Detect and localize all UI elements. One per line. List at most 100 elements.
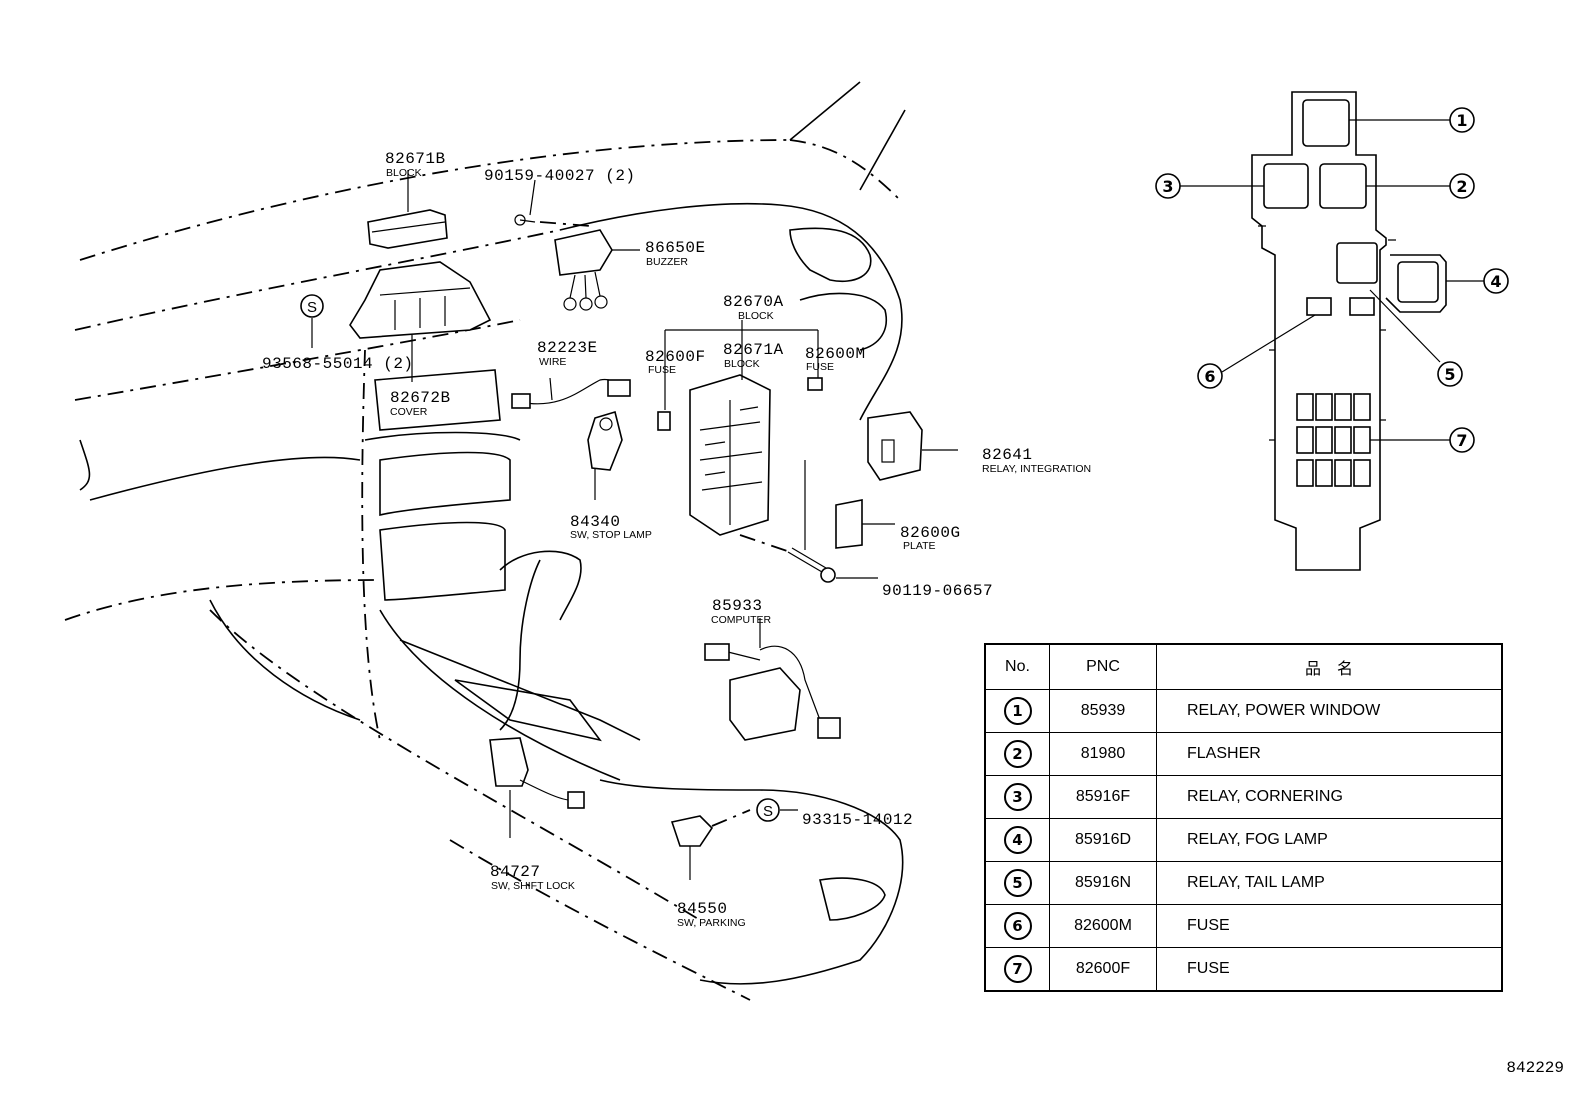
relay-slot-4 bbox=[1397, 261, 1439, 303]
callout-85933: 85933 COMPUTER bbox=[711, 597, 772, 626]
svg-text:7: 7 bbox=[1456, 431, 1467, 450]
junction-block-82671a-drawing bbox=[689, 374, 771, 536]
svg-text:1: 1 bbox=[1456, 111, 1467, 130]
stop-lamp-switch-84340-drawing bbox=[587, 410, 623, 471]
svg-text:86650E: 86650E bbox=[645, 239, 706, 257]
svg-text:82600M: 82600M bbox=[805, 345, 866, 363]
row-pnc: 85916N bbox=[1049, 861, 1157, 905]
row-pnc: 85916D bbox=[1049, 818, 1157, 862]
svg-text:82600F: 82600F bbox=[645, 348, 706, 366]
svg-text:5: 5 bbox=[1444, 365, 1455, 384]
plate-82600g-drawing bbox=[835, 499, 863, 549]
callout-86650e: 86650E BUZZER bbox=[645, 239, 706, 268]
svg-text:RELAY, INTEGRATION: RELAY, INTEGRATION bbox=[982, 463, 1091, 475]
block-82671b-drawing bbox=[367, 209, 448, 249]
svg-text:6: 6 bbox=[1204, 367, 1215, 386]
callout-82600g: 82600G PLATE bbox=[900, 524, 960, 552]
standard-part-symbol-2: S bbox=[756, 798, 780, 822]
svg-text:WIRE: WIRE bbox=[539, 356, 566, 368]
callout-84340: 84340 SW, STOP LAMP bbox=[570, 513, 652, 541]
leader-lines bbox=[311, 170, 958, 880]
row-name: RELAY, POWER WINDOW bbox=[1156, 689, 1503, 733]
callout-84727: 84727 SW, SHIFT LOCK bbox=[490, 863, 575, 892]
box-number-4: 4 bbox=[1483, 268, 1509, 294]
row-number: 4 bbox=[1003, 826, 1032, 854]
svg-text:84727: 84727 bbox=[490, 863, 541, 881]
svg-text:82671A: 82671A bbox=[723, 341, 784, 359]
fuse-slot-6a bbox=[1306, 297, 1332, 316]
svg-text:2: 2 bbox=[1456, 177, 1467, 196]
svg-text:82672B: 82672B bbox=[390, 389, 451, 407]
row-number: 6 bbox=[1003, 912, 1032, 940]
svg-text:BLOCK: BLOCK bbox=[724, 358, 760, 370]
table-row: 3 85916F RELAY, CORNERING bbox=[984, 775, 1503, 819]
row-number: 3 bbox=[1003, 783, 1032, 811]
svg-text:S: S bbox=[307, 299, 317, 316]
standard-part-symbol-1: S bbox=[300, 294, 324, 318]
fuse-slot-grid-7 bbox=[1296, 393, 1371, 487]
svg-text:82641: 82641 bbox=[982, 446, 1033, 464]
svg-text:90119-06657: 90119-06657 bbox=[882, 582, 993, 600]
cover-82672b-drawing bbox=[349, 261, 492, 339]
svg-text:82670A: 82670A bbox=[723, 293, 784, 311]
svg-text:84550: 84550 bbox=[677, 900, 728, 918]
callout-82600f: 82600F FUSE bbox=[645, 348, 706, 376]
row-name: FUSE bbox=[1156, 904, 1503, 948]
row-number: 5 bbox=[1003, 869, 1032, 897]
box-number-5: 5 bbox=[1437, 361, 1463, 387]
parts-table: No. PNC 品 名 1 85939 RELAY, POWER WINDOW … bbox=[984, 643, 1503, 992]
svg-text:PLATE: PLATE bbox=[903, 540, 935, 552]
callout-90159-40027: 90159-40027 (2) bbox=[484, 167, 636, 185]
box-number-6: 6 bbox=[1197, 363, 1223, 389]
svg-text:82671B: 82671B bbox=[385, 150, 446, 168]
callout-82670a: 82670A BLOCK bbox=[723, 293, 784, 322]
table-row: 4 85916D RELAY, FOG LAMP bbox=[984, 818, 1503, 862]
row-pnc: 82600F bbox=[1049, 947, 1157, 992]
row-name: FLASHER bbox=[1156, 732, 1503, 776]
row-pnc: 85939 bbox=[1049, 689, 1157, 733]
svg-text:84340: 84340 bbox=[570, 513, 621, 531]
parking-switch-84550-drawing bbox=[670, 809, 751, 847]
svg-text:FUSE: FUSE bbox=[806, 361, 834, 373]
row-name: RELAY, TAIL LAMP bbox=[1156, 861, 1503, 905]
svg-text:3: 3 bbox=[1162, 177, 1173, 196]
row-pnc: 81980 bbox=[1049, 732, 1157, 776]
wire-82223e-drawing bbox=[511, 378, 631, 409]
callout-82641: 82641 RELAY, INTEGRATION bbox=[982, 446, 1091, 475]
header-no: No. bbox=[984, 643, 1050, 690]
computer-85933-drawing bbox=[704, 643, 841, 741]
header-pnc: PNC bbox=[1049, 643, 1157, 690]
svg-text:FUSE: FUSE bbox=[648, 364, 676, 376]
fuse-82600m-drawing bbox=[807, 377, 823, 391]
dashboard-outline bbox=[64, 81, 906, 1001]
svg-text:SW, SHIFT LOCK: SW, SHIFT LOCK bbox=[491, 880, 575, 892]
table-row: 2 81980 FLASHER bbox=[984, 732, 1503, 776]
callout-93315-14012: 93315-14012 bbox=[802, 811, 913, 829]
svg-text:90159-40027 (2): 90159-40027 (2) bbox=[484, 167, 636, 185]
svg-text:COMPUTER: COMPUTER bbox=[711, 614, 772, 626]
callout-90119-06657: 90119-06657 bbox=[882, 582, 993, 600]
callout-84550: 84550 SW, PARKING bbox=[677, 900, 746, 929]
svg-text:S: S bbox=[763, 803, 773, 820]
svg-text:BLOCK: BLOCK bbox=[386, 167, 422, 179]
row-name: RELAY, CORNERING bbox=[1156, 775, 1503, 819]
row-number: 1 bbox=[1003, 697, 1032, 725]
svg-text:82223E: 82223E bbox=[537, 339, 598, 357]
callout-82672b: 82672B COVER bbox=[390, 389, 451, 418]
row-pnc: 85916F bbox=[1049, 775, 1157, 819]
row-name: RELAY, FOG LAMP bbox=[1156, 818, 1503, 862]
integration-relay-82641-drawing bbox=[867, 411, 923, 481]
shift-lock-switch-84727-drawing bbox=[489, 737, 585, 809]
fuse-82600f-drawing bbox=[657, 411, 671, 431]
box-number-3: 3 bbox=[1155, 173, 1181, 199]
svg-text:BUZZER: BUZZER bbox=[646, 256, 688, 268]
table-row: 5 85916N RELAY, TAIL LAMP bbox=[984, 861, 1503, 905]
fuse-slot-6b bbox=[1349, 297, 1375, 316]
row-pnc: 82600M bbox=[1049, 904, 1157, 948]
row-number: 2 bbox=[1003, 740, 1032, 768]
svg-text:SW, STOP LAMP: SW, STOP LAMP bbox=[570, 529, 652, 541]
svg-text:BLOCK: BLOCK bbox=[738, 310, 774, 322]
svg-text:93568-55014 (2): 93568-55014 (2) bbox=[262, 355, 414, 373]
relay-slot-5 bbox=[1336, 242, 1378, 284]
